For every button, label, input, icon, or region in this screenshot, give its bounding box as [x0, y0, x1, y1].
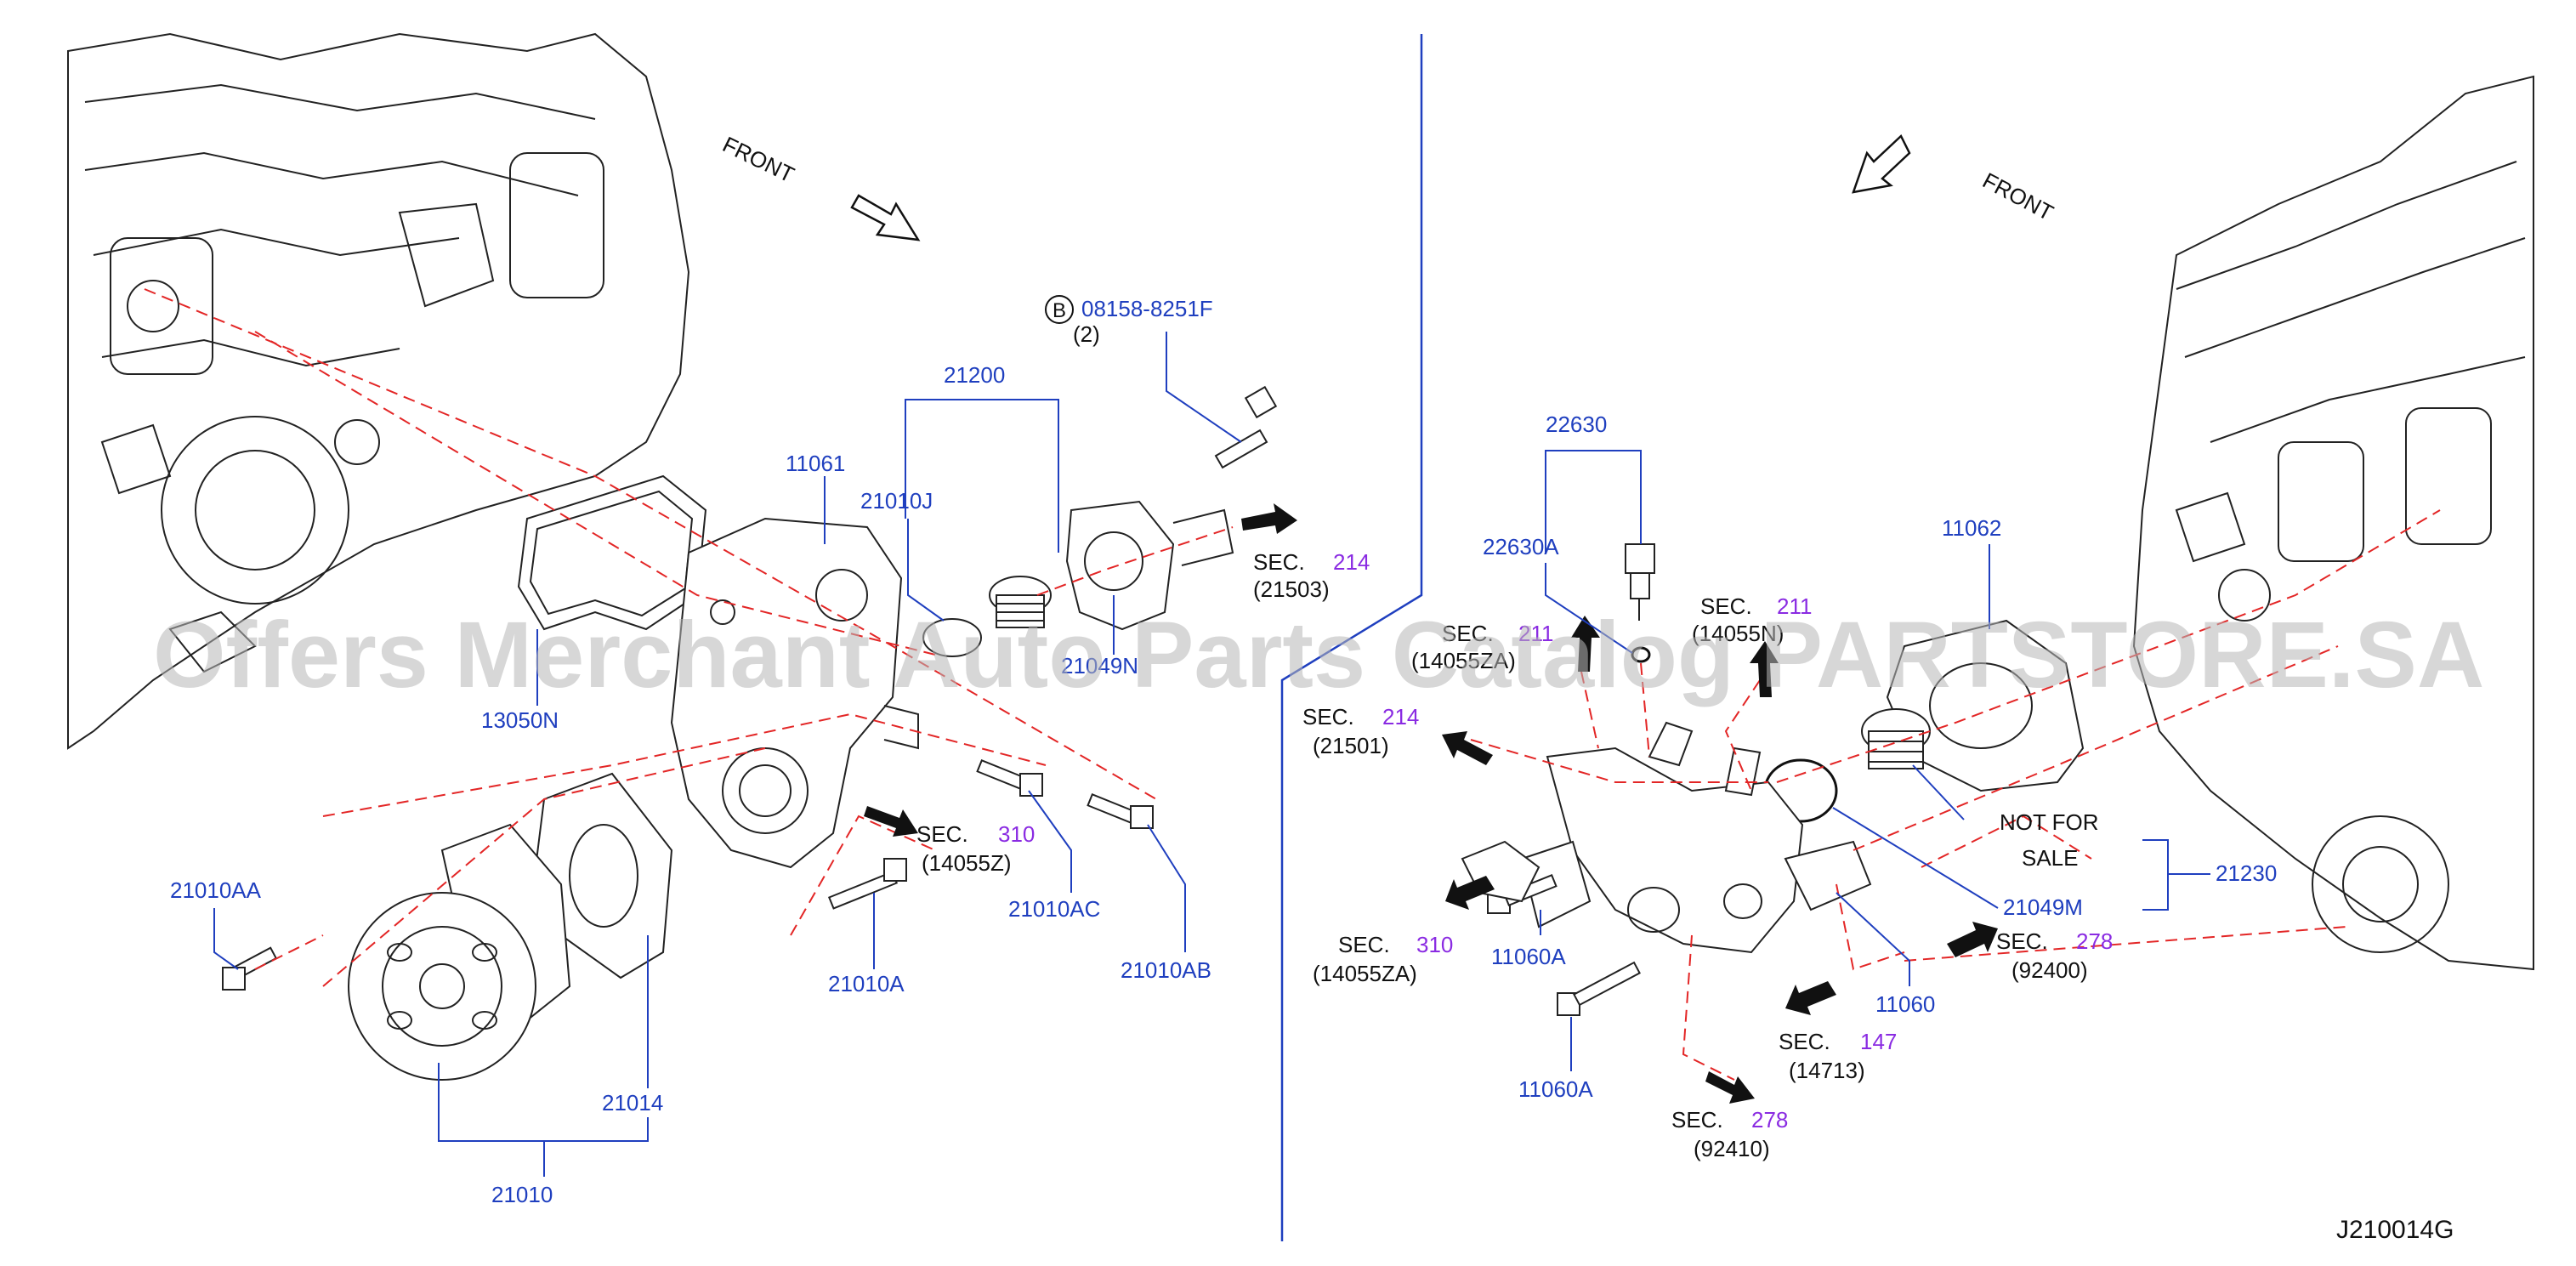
- arrow-sec-214-left: [1241, 503, 1297, 534]
- label-21010ac: 21010AC: [1008, 896, 1100, 922]
- label-13050n: 13050N: [481, 707, 559, 733]
- label-11060a-lower: 11060A: [1518, 1076, 1593, 1102]
- thermostat-21200: [989, 576, 1052, 628]
- sec-211-14055za-number: 211: [1518, 621, 1553, 646]
- sec-310-14055z-label: SEC.: [916, 821, 968, 847]
- label-21230: 21230: [2216, 860, 2277, 886]
- label-08158-qty: (2): [1073, 321, 1100, 347]
- front-arrow-left-icon: [850, 194, 921, 241]
- sec-214-21501-number: 214: [1382, 704, 1419, 730]
- bolt-21010ab: [1087, 792, 1154, 829]
- bolt-21010a: [827, 858, 907, 910]
- gasket-13050n: [517, 474, 707, 631]
- front-label-left: FRONT: [718, 131, 798, 187]
- label-11060a-upper: 11060A: [1491, 944, 1566, 969]
- arrow-sec-211-left: [1571, 616, 1600, 672]
- bolt-marker-icon: [1045, 295, 1074, 324]
- sec-214-21503-label: SEC.: [1253, 549, 1305, 575]
- sec-214-21503-number: 214: [1333, 549, 1370, 575]
- front-label-right: FRONT: [1978, 167, 2057, 226]
- sec-147-14713-sub: (14713): [1789, 1058, 1865, 1083]
- bolt-21010ac: [976, 758, 1043, 797]
- label-11060: 11060: [1875, 991, 1935, 1017]
- label-21010aa: 21010AA: [170, 877, 262, 903]
- housing-11061: [670, 517, 919, 869]
- bolt-21010aa: [222, 946, 278, 991]
- sec-211-14055za-sub: (14055ZA): [1411, 648, 1516, 673]
- thermostat-housing-11060: [1520, 721, 1872, 954]
- view-divider: [1280, 34, 1423, 1241]
- sec-278-92400-number: 278: [2076, 928, 2113, 954]
- diagram-id: J210014G: [2336, 1216, 2454, 1244]
- sec-211-14055n-label: SEC.: [1700, 593, 1752, 619]
- washer-22630a: [1631, 646, 1651, 663]
- not-for-sale-line2: SALE: [2022, 845, 2079, 871]
- engine-block-left: [67, 32, 690, 750]
- label-08158-8251f: 08158-8251F: [1081, 296, 1213, 321]
- not-for-sale-line1: NOT FOR: [2000, 809, 2099, 835]
- bolt-11060a-lower: [1557, 961, 1641, 1016]
- arrow-sec-310-right: [1445, 876, 1495, 910]
- sec-214-21501-label: SEC.: [1302, 704, 1354, 730]
- sec-310-14055za-label: SEC.: [1338, 932, 1390, 957]
- label-21014: 21014: [602, 1090, 663, 1116]
- label-21010ab: 21010AB: [1121, 957, 1211, 983]
- sec-310-14055za-sub: (14055ZA): [1313, 961, 1417, 986]
- label-21200: 21200: [944, 362, 1005, 388]
- label-21049m: 21049M: [2003, 894, 2083, 920]
- sec-310-14055za-number: 310: [1416, 932, 1453, 957]
- sec-147-14713-number: 147: [1860, 1029, 1897, 1054]
- label-22630a: 22630A: [1483, 534, 1559, 559]
- front-arrow-right-icon: [1852, 133, 1911, 194]
- arrow-sec-278-92400: [1947, 922, 1998, 957]
- sec-278-92410-sub: (92410): [1694, 1136, 1770, 1161]
- bolt-marker: B: [1053, 299, 1066, 322]
- watermark: Offers Merchant Auto Parts Catalog PARTS…: [153, 603, 2484, 707]
- label-21049n: 21049N: [1061, 653, 1138, 678]
- sec-211-14055za-label: SEC.: [1442, 621, 1494, 646]
- sec-214-21503-sub: (21503): [1253, 576, 1330, 602]
- sensor-22630: [1625, 543, 1655, 621]
- arrow-sec-310-left: [864, 806, 918, 837]
- label-11061: 11061: [786, 451, 845, 476]
- label-21010a: 21010A: [828, 971, 905, 996]
- sec-310-14055z-sub: (14055Z): [922, 850, 1012, 876]
- arrow-sec-278-92410: [1705, 1071, 1755, 1104]
- bolt-08158-8251f: [1214, 385, 1278, 469]
- o-ring-21010j: [922, 618, 982, 657]
- sec-278-92400-sub: (92400): [2011, 957, 2088, 983]
- sec-211-14055n-sub: (14055N): [1692, 621, 1784, 646]
- sec-211-14055n-number: 211: [1777, 593, 1812, 619]
- arrow-sec-211-right: [1750, 641, 1779, 697]
- sec-214-21501-sub: (21501): [1313, 733, 1389, 758]
- label-22630: 22630: [1546, 412, 1607, 437]
- sec-278-92400-label: SEC.: [1996, 928, 2048, 954]
- label-21010: 21010: [491, 1182, 553, 1207]
- sec-278-92410-label: SEC.: [1671, 1107, 1723, 1133]
- thermostat-right: [1861, 708, 1931, 769]
- label-11062: 11062: [1942, 515, 2001, 541]
- sec-310-14055z-number: 310: [998, 821, 1035, 847]
- label-21010j: 21010J: [860, 488, 933, 514]
- sec-278-92410-number: 278: [1751, 1107, 1788, 1133]
- water-pump-21010: [348, 823, 571, 1081]
- engine-block-right: [2132, 75, 2534, 971]
- arrow-sec-147: [1785, 981, 1836, 1015]
- arrow-sec-214-right: [1442, 731, 1493, 765]
- sec-147-14713-label: SEC.: [1779, 1029, 1830, 1054]
